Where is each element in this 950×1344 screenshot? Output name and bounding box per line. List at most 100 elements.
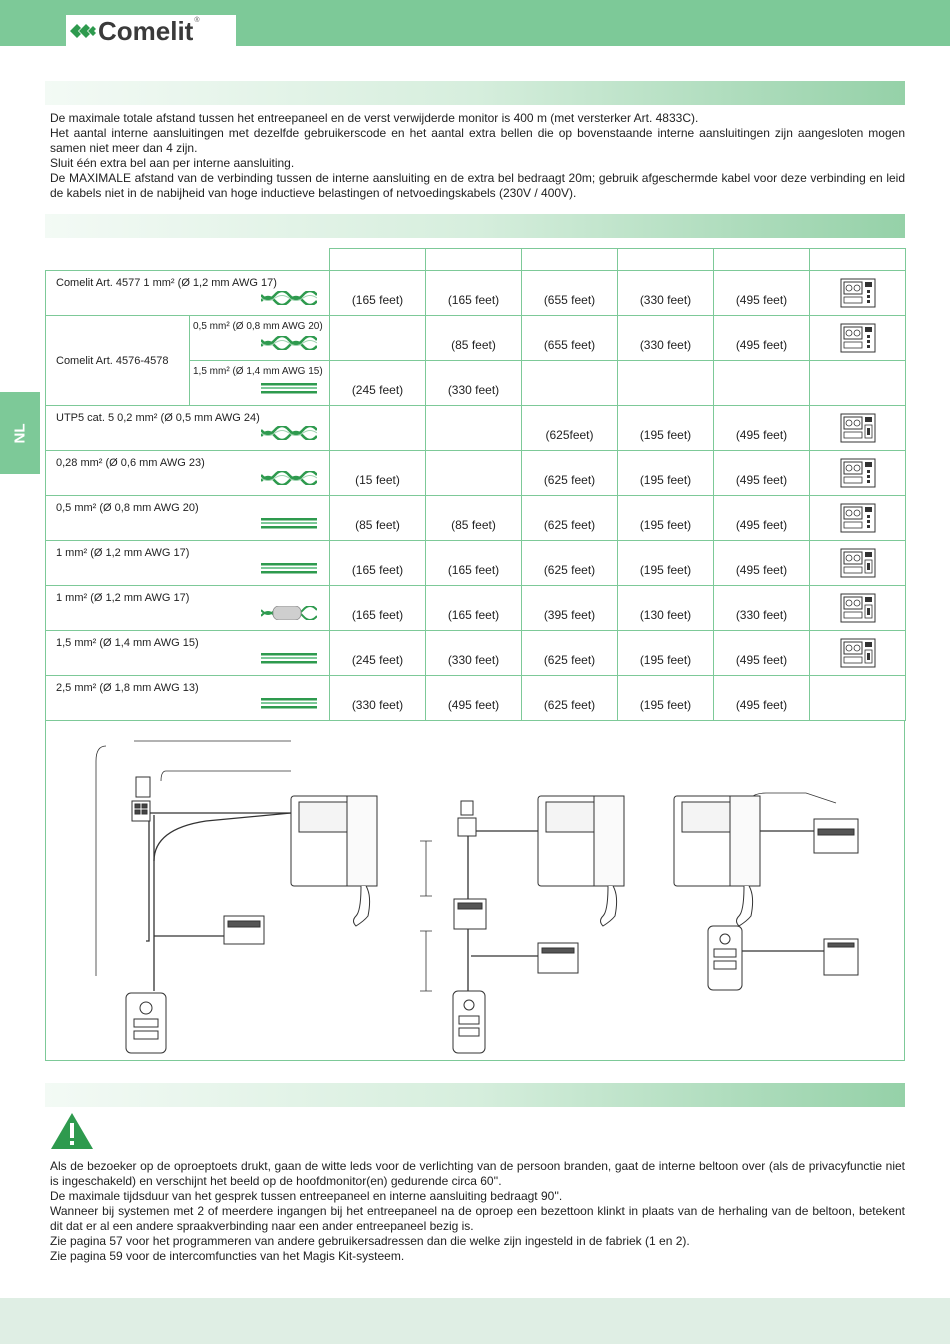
intro-text: De maximale totale afstand tussen het en… — [50, 111, 905, 201]
table-cell: (195 feet) — [617, 450, 714, 496]
monitor-config-icon — [840, 323, 875, 353]
table-cell: (330 feet) — [713, 585, 810, 631]
header-cell — [521, 248, 618, 271]
twisted-cable-icon — [261, 426, 317, 440]
table-cell: (655 feet) — [521, 315, 618, 361]
notes-p3: Wanneer bij systemen met 2 of meerdere i… — [50, 1204, 905, 1233]
registered-mark: ® — [194, 17, 200, 24]
table-cell: (495 feet) — [713, 630, 810, 676]
table-cell: (330 feet) — [617, 315, 714, 361]
table-cell: (165 feet) — [329, 270, 426, 316]
table-cell — [713, 360, 810, 406]
header-cell — [617, 248, 714, 271]
section-band-intro — [45, 81, 905, 105]
parallel-cable-icon — [261, 653, 317, 664]
extra-bell — [813, 818, 859, 854]
table-cell: (495 feet) — [713, 315, 810, 361]
cable-label: 1,5 mm² (Ø 1,4 mm AWG 15) — [56, 637, 199, 649]
table-cell: (15 feet) — [329, 450, 426, 496]
language-tab-label: NL — [11, 423, 29, 443]
table-cell: (245 feet) — [329, 630, 426, 676]
table-cell: (165 feet) — [425, 270, 522, 316]
parallel-cable-icon — [261, 698, 317, 709]
table-cell — [329, 405, 426, 451]
entrance-panel-small — [131, 776, 151, 822]
table-cell: (625 feet) — [521, 540, 618, 586]
cable-distance-table: Comelit Art. 4577 1 mm² (Ø 1,2 mm AWG 17… — [45, 248, 906, 721]
cable-label: 0,28 mm² (Ø 0,6 mm AWG 23) — [56, 457, 205, 469]
table-row: 0,28 mm² (Ø 0,6 mm AWG 23) (15 feet) (62… — [45, 450, 906, 496]
cable-label: Comelit Art. 4577 1 mm² (Ø 1,2 mm AWG 17… — [56, 277, 277, 289]
table-cell: (330 feet) — [425, 630, 522, 676]
table-cell: (495 feet) — [713, 450, 810, 496]
table-cell: (655 feet) — [521, 270, 618, 316]
table-cell: (395 feet) — [521, 585, 618, 631]
cable-label: UTP5 cat. 5 0,2 mm² (Ø 0,5 mm AWG 24) — [56, 412, 260, 424]
table-cell — [329, 315, 426, 361]
cable-label: Comelit Art. 4576-4578 — [56, 354, 169, 367]
table-cell: (195 feet) — [617, 540, 714, 586]
notes-p2: De maximale tijdsduur van het gesprek tu… — [50, 1189, 563, 1203]
monitor-config-icon — [840, 593, 875, 623]
external-panel-1 — [125, 992, 167, 1054]
cable-label: 0,5 mm² (Ø 0,8 mm AWG 20) — [56, 502, 199, 514]
table-row: Comelit Art. 4577 1 mm² (Ø 1,2 mm AWG 17… — [45, 270, 906, 316]
table-cell: (330 feet) — [617, 270, 714, 316]
monitor-config-icon — [840, 278, 875, 308]
warning-icon — [51, 1113, 93, 1149]
table-row: 1 mm² (Ø 1,2 mm AWG 17) (165 feet) (165 … — [45, 540, 906, 586]
table-row: Comelit Art. 4576-4578 0,5 mm² (Ø 0,8 mm… — [45, 315, 906, 406]
twisted-cable-icon — [261, 471, 317, 485]
table-cell: (495 feet) — [713, 270, 810, 316]
monitor-config-icon — [840, 503, 875, 533]
footer-bar — [0, 1298, 950, 1344]
table-row: 2,5 mm² (Ø 1,8 mm AWG 13) (330 feet) (49… — [45, 675, 906, 721]
table-cell: (165 feet) — [425, 540, 522, 586]
intro-p2: Het aantal interne aansluitingen met dez… — [50, 126, 905, 155]
parallel-cable-icon — [261, 518, 317, 529]
table-cell: (85 feet) — [425, 495, 522, 541]
header-cell — [713, 248, 810, 271]
video-monitor-3 — [673, 795, 761, 927]
table-cell: (195 feet) — [617, 405, 714, 451]
power-supply-3 — [823, 938, 859, 976]
brand-name: Comelit — [98, 15, 194, 46]
entrance-panel-small-2 — [457, 800, 477, 837]
monitor-config-icon — [840, 548, 875, 578]
power-supply-1 — [223, 915, 265, 945]
monitor-config-icon — [840, 638, 875, 668]
cable-sublabel: 1,5 mm² (Ø 1,4 mm AWG 15) — [193, 366, 323, 377]
table-header-row — [46, 248, 906, 271]
table-cell: (245 feet) — [329, 360, 426, 406]
cable-label: 1 mm² (Ø 1,2 mm AWG 17) — [56, 547, 190, 559]
monitor-config-icon — [840, 458, 875, 488]
wiring-diagram — [45, 721, 905, 1061]
intro-p3: Sluit één extra bel aan per interne aans… — [50, 156, 295, 170]
section-band-notes — [45, 1083, 905, 1107]
intro-p1: De maximale totale afstand tussen het en… — [50, 111, 699, 125]
parallel-cable-icon — [261, 383, 317, 394]
table-cell: (625 feet) — [521, 630, 618, 676]
table-cell: (495 feet) — [713, 675, 810, 721]
table-cell: (130 feet) — [617, 585, 714, 631]
header-cell — [809, 248, 906, 271]
table-cell: (625 feet) — [521, 450, 618, 496]
section-band-table — [45, 214, 905, 238]
table-cell: (495 feet) — [713, 495, 810, 541]
shielded-cable-icon — [261, 606, 317, 620]
twisted-cable-icon — [261, 336, 317, 350]
table-row: 1,5 mm² (Ø 1,4 mm AWG 15) (245 feet) (33… — [46, 360, 906, 406]
table-cell: (625feet) — [521, 405, 618, 451]
cable-sublabel: 0,5 mm² (Ø 0,8 mm AWG 20) — [193, 321, 323, 332]
table-row: 1 mm² (Ø 1,2 mm AWG 17) (165 feet) (165 … — [45, 585, 906, 631]
twisted-cable-icon — [261, 291, 317, 305]
cable-label: 2,5 mm² (Ø 1,8 mm AWG 13) — [56, 682, 199, 694]
power-supply-2 — [537, 942, 579, 974]
table-cell: (195 feet) — [617, 630, 714, 676]
cable-label: 1 mm² (Ø 1,2 mm AWG 17) — [56, 592, 190, 604]
table-cell — [617, 360, 714, 406]
table-cell: (330 feet) — [425, 360, 522, 406]
table-cell: (625 feet) — [521, 495, 618, 541]
switcher-unit — [453, 898, 487, 930]
table-cell: (495 feet) — [713, 540, 810, 586]
